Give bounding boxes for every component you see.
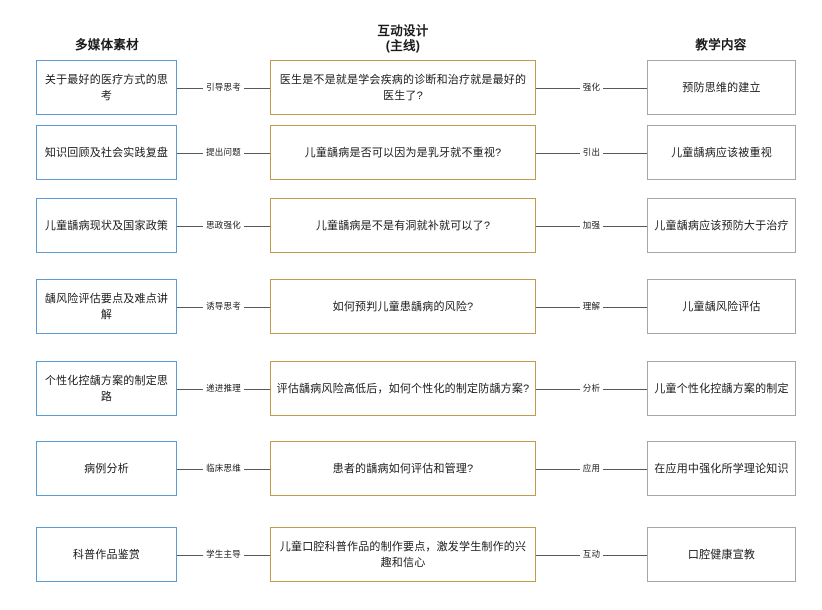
multimedia-node[interactable]: 儿童龋病现状及国家政策 bbox=[36, 198, 177, 253]
teaching-content-node[interactable]: 儿童龋病应该被重视 bbox=[647, 125, 796, 180]
connector-left: 提出问题 bbox=[177, 145, 270, 161]
interaction-design-node[interactable]: 儿童龋病是否可以因为是乳牙就不重视? bbox=[270, 125, 536, 180]
connector-right-label: 引出 bbox=[579, 147, 604, 158]
teaching-content-node[interactable]: 在应用中强化所学理论知识 bbox=[647, 441, 796, 496]
interaction-design-node[interactable]: 评估龋病风险高低后，如何个性化的制定防龋方案? bbox=[270, 361, 536, 416]
connector-right-label: 加强 bbox=[579, 220, 604, 231]
connector-right: 引出 bbox=[536, 145, 647, 161]
interaction-design-node[interactable]: 患者的龋病如何评估和管理? bbox=[270, 441, 536, 496]
connector-left: 递进推理 bbox=[177, 381, 270, 397]
connector-left-label: 诱导思考 bbox=[203, 301, 244, 312]
multimedia-node[interactable]: 科普作品鉴赏 bbox=[36, 527, 177, 582]
connector-right: 理解 bbox=[536, 299, 647, 315]
teaching-content-node[interactable]: 预防思维的建立 bbox=[647, 60, 796, 115]
multimedia-node[interactable]: 个性化控龋方案的制定思路 bbox=[36, 361, 177, 416]
diagram-row: 知识回顾及社会实践复盘 提出问题 儿童龋病是否可以因为是乳牙就不重视? 引出 儿童龋病应… bbox=[0, 125, 822, 180]
diagram-row: 儿童龋病现状及国家政策 思政强化 儿童龋病是不是有洞就补就可以了? 加强 儿童龋病应该预… bbox=[0, 198, 822, 253]
connector-right-label: 强化 bbox=[579, 82, 604, 93]
connector-left: 引导思考 bbox=[177, 80, 270, 96]
connector-right: 应用 bbox=[536, 461, 647, 477]
column-header-teaching-content-label: 教学内容 bbox=[695, 38, 747, 52]
connector-left: 诱导思考 bbox=[177, 299, 270, 315]
connector-left: 临床思维 bbox=[177, 461, 270, 477]
column-header-multimedia-label: 多媒体素材 bbox=[74, 38, 139, 52]
teaching-content-node[interactable]: 口腔健康宣教 bbox=[647, 527, 796, 582]
connector-right-label: 理解 bbox=[579, 301, 604, 312]
connector-right: 分析 bbox=[536, 381, 647, 397]
connector-right: 互动 bbox=[536, 547, 647, 563]
connector-left-label: 引导思考 bbox=[203, 82, 244, 93]
teaching-content-node[interactable]: 儿童个性化控龋方案的制定 bbox=[647, 361, 796, 416]
connector-left-label: 临床思维 bbox=[203, 463, 244, 474]
connector-right: 强化 bbox=[536, 80, 647, 96]
connector-left: 思政强化 bbox=[177, 218, 270, 234]
connector-left-label: 递进推理 bbox=[203, 383, 244, 394]
multimedia-node[interactable]: 知识回顾及社会实践复盘 bbox=[36, 125, 177, 180]
column-header-teaching-content: 教学内容 bbox=[646, 38, 796, 53]
multimedia-node[interactable]: 关于最好的医疗方式的思考 bbox=[36, 60, 177, 115]
interaction-design-node[interactable]: 如何预判儿童患龋病的风险? bbox=[270, 279, 536, 334]
teaching-content-node[interactable]: 儿童龋风险评估 bbox=[647, 279, 796, 334]
multimedia-node[interactable]: 病例分析 bbox=[36, 441, 177, 496]
diagram-row: 个性化控龋方案的制定思路 递进推理 评估龋病风险高低后，如何个性化的制定防龋方案? 分… bbox=[0, 361, 822, 416]
connector-left-label: 提出问题 bbox=[203, 147, 244, 158]
connector-right-label: 应用 bbox=[579, 463, 604, 474]
column-header-interaction-design: 互动设计 (主线) bbox=[268, 24, 538, 54]
multimedia-node[interactable]: 龋风险评估要点及难点讲解 bbox=[36, 279, 177, 334]
interaction-design-node[interactable]: 医生是不是就是学会疾病的诊断和治疗就是最好的医生了? bbox=[270, 60, 536, 115]
column-header-interaction-design-label: 互动设计 bbox=[377, 24, 429, 38]
diagram-row: 关于最好的医疗方式的思考 引导思考 医生是不是就是学会疾病的诊断和治疗就是最好的医生… bbox=[0, 60, 822, 115]
connector-left-label: 思政强化 bbox=[203, 220, 244, 231]
connector-left-label: 学生主导 bbox=[203, 549, 244, 560]
connector-right-label: 分析 bbox=[579, 383, 604, 394]
column-header-interaction-design-sublabel: (主线) bbox=[385, 39, 421, 53]
teaching-content-node[interactable]: 儿童龋病应该预防大于治疗 bbox=[647, 198, 796, 253]
diagram-row: 龋风险评估要点及难点讲解 诱导思考 如何预判儿童患龋病的风险? 理解 儿童龋风险评估 bbox=[0, 279, 822, 334]
diagram-row: 科普作品鉴赏 学生主导 儿童口腔科普作品的制作要点，激发学生制作的兴趣和信心 互动 口腔… bbox=[0, 527, 822, 582]
interaction-design-node[interactable]: 儿童口腔科普作品的制作要点，激发学生制作的兴趣和信心 bbox=[270, 527, 536, 582]
connector-right: 加强 bbox=[536, 218, 647, 234]
interaction-design-node[interactable]: 儿童龋病是不是有洞就补就可以了? bbox=[270, 198, 536, 253]
column-header-multimedia: 多媒体素材 bbox=[36, 38, 178, 53]
diagram-row: 病例分析 临床思维 患者的龋病如何评估和管理? 应用 在应用中强化所学理论知识 bbox=[0, 441, 822, 496]
connector-right-label: 互动 bbox=[579, 549, 604, 560]
connector-left: 学生主导 bbox=[177, 547, 270, 563]
